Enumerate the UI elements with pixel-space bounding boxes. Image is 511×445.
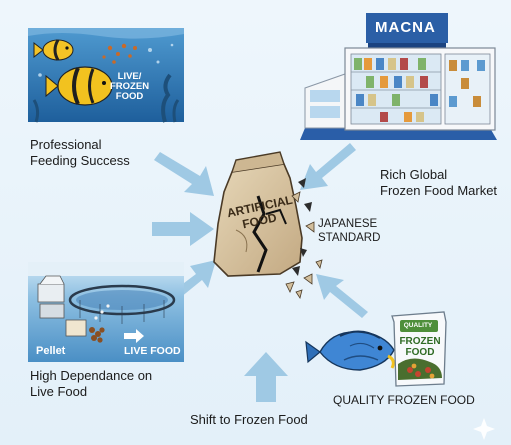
live-dependance-label: High Dependance on Live Food <box>30 368 152 400</box>
pack-quality-text: QUALITY <box>403 322 433 329</box>
professional-line-1: Professional <box>30 137 102 152</box>
japanese-line-2: STANDARD <box>318 232 381 244</box>
small-fish-icon <box>33 39 74 61</box>
store-booth <box>300 13 497 140</box>
sparkle-icon <box>473 418 495 440</box>
live-frozen-food-text: LIVE/ FROZEN FOOD <box>110 72 149 102</box>
fish-farm-panel <box>28 262 184 362</box>
butterfly-fish-icon <box>45 66 113 106</box>
shift-label: Shift to Frozen Food <box>190 412 308 427</box>
market-line-1: Rich Global <box>380 167 448 182</box>
arrow-icon <box>152 143 368 402</box>
live-frozen-line-2: FROZEN <box>110 81 150 92</box>
macna-sign: MACNA <box>375 19 436 36</box>
pack-frozen-text: FROZEN <box>399 336 441 347</box>
professional-line-2: Feeding Success <box>30 153 130 168</box>
quality-frozen-label: QUALITY FROZEN FOOD <box>333 393 475 407</box>
aquarium-panel <box>28 28 184 123</box>
frozen-food-pack <box>391 311 447 387</box>
blue-tang-fish-icon <box>305 330 395 371</box>
live-line-2: Live Food <box>30 384 88 399</box>
pack-food-text: FOOD <box>405 347 435 358</box>
market-label: Rich Global Frozen Food Market <box>380 167 497 199</box>
pellet-label: Pellet <box>36 345 66 357</box>
live-food-label: LIVE FOOD <box>124 345 181 357</box>
japanese-line-1: JAPANESE <box>318 218 378 230</box>
professional-feeding-label: Professional Feeding Success <box>30 137 130 169</box>
live-line-1: High Dependance on <box>30 368 153 383</box>
pack-frozen-food-text: FROZEN FOOD <box>394 336 446 358</box>
market-line-2: Frozen Food Market <box>380 183 498 198</box>
japanese-standard-label: JAPANESE STANDARD <box>318 217 380 245</box>
live-frozen-line-3: FOOD <box>115 91 144 102</box>
live-frozen-line-1: LIVE/ <box>117 71 142 82</box>
artificial-food-bag <box>213 151 323 299</box>
